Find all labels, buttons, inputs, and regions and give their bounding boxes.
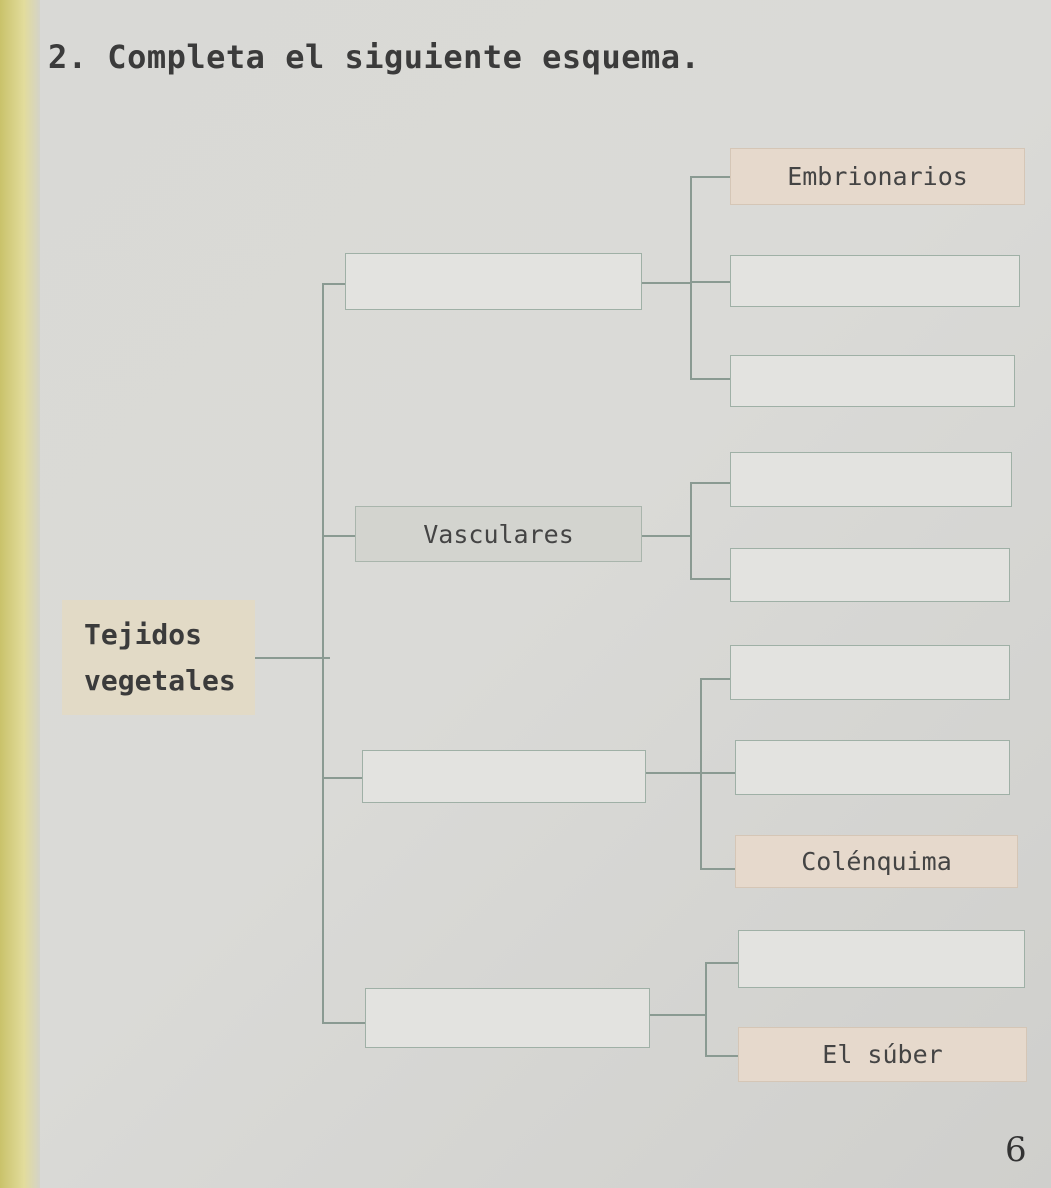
connector xyxy=(646,772,700,774)
connector xyxy=(322,283,324,1023)
level3-box-9[interactable] xyxy=(738,930,1025,988)
connector xyxy=(690,482,692,579)
connector xyxy=(690,176,730,178)
connector xyxy=(322,283,347,285)
connector xyxy=(255,657,330,659)
level3-box-5[interactable] xyxy=(730,548,1010,602)
connector xyxy=(705,962,707,1056)
level3-box-2[interactable] xyxy=(730,255,1020,307)
connector xyxy=(705,1055,738,1057)
connector xyxy=(642,535,690,537)
root-node-tejidos-vegetales: Tejidos vegetales xyxy=(62,600,255,715)
level3-box-el-suber: El súber xyxy=(738,1027,1027,1082)
level2-box-1[interactable] xyxy=(345,253,642,310)
connector xyxy=(700,678,702,869)
level3-box-4[interactable] xyxy=(730,452,1012,507)
connector xyxy=(322,777,362,779)
exercise-title: 2. Completa el siguiente esquema. xyxy=(48,38,701,76)
root-label-line1: Tejidos xyxy=(84,617,203,651)
connector xyxy=(700,678,730,680)
connector xyxy=(690,482,730,484)
root-label-line2: vegetales xyxy=(84,663,236,697)
connector xyxy=(322,1022,365,1024)
page-edge-strip xyxy=(0,0,40,1188)
connector xyxy=(705,962,738,964)
connector xyxy=(690,176,692,379)
level2-box-4[interactable] xyxy=(365,988,650,1048)
connector xyxy=(690,281,730,283)
connector xyxy=(642,282,690,284)
level2-box-3[interactable] xyxy=(362,750,646,803)
connector xyxy=(700,772,735,774)
level3-box-6[interactable] xyxy=(730,645,1010,700)
level3-box-colenquima: Colénquima xyxy=(735,835,1018,888)
connector xyxy=(690,378,730,380)
level2-box-vasculares: Vasculares xyxy=(355,506,642,562)
connector xyxy=(322,535,355,537)
page-number: 6 xyxy=(1005,1130,1027,1170)
connector xyxy=(690,578,730,580)
level3-box-3[interactable] xyxy=(730,355,1015,407)
level3-box-embrionarios: Embrionarios xyxy=(730,148,1025,205)
connector xyxy=(650,1014,705,1016)
level3-box-7[interactable] xyxy=(735,740,1010,795)
connector xyxy=(700,868,735,870)
